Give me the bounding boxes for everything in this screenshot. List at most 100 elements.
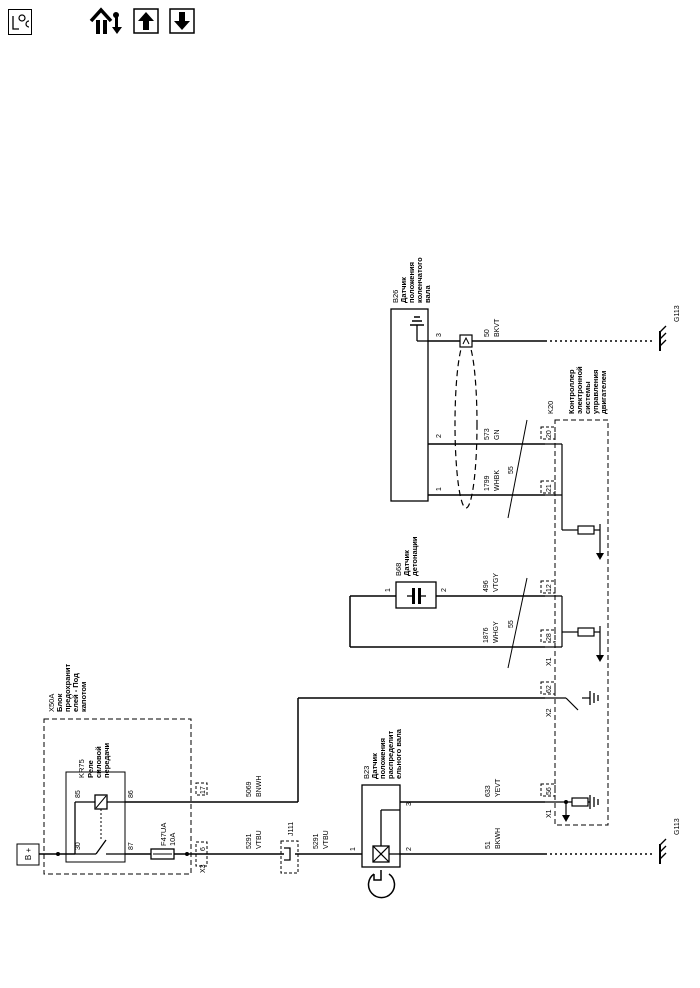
ecm-pin-20: 20: [546, 430, 553, 438]
ecm-conn-x2: X2: [546, 708, 553, 717]
crank-sensor-pin-3: 3: [436, 333, 443, 337]
relay-pin-87: 87: [128, 842, 135, 850]
relay-pin-30: 30: [75, 842, 82, 850]
wire-5291a-color: VTBU: [256, 830, 263, 849]
fuse-block-name-2: предохранит: [63, 663, 72, 712]
fuse-block-connector: X3: [200, 864, 207, 873]
wire-633: 633 YEVT: [400, 778, 545, 803]
wire-1799-circuit: 1799: [484, 475, 491, 491]
ecm-ref: K20: [546, 401, 555, 414]
ground-lower-label: G113: [674, 818, 681, 835]
wire-50-color: BKVT: [494, 318, 501, 337]
wire-51: 51 BKWH: [400, 828, 655, 855]
crank-sensor-pin-2: 2: [436, 434, 443, 438]
relay-pin-86: 86: [128, 790, 135, 798]
cam-sensor-b23: B23 Датчик положения распределит ельного…: [350, 728, 413, 899]
wire-496: 496 VTGY: [436, 573, 545, 597]
wire-5069-circuit: 5069: [246, 781, 253, 797]
ecm-name-4: управления: [591, 370, 600, 414]
crank-sensor-pin-1: 1: [436, 487, 443, 491]
relay-name-3: передачи: [102, 742, 111, 778]
wire-5069-color: BNWH: [256, 776, 263, 797]
wire-633-circuit: 633: [485, 785, 492, 797]
ecm-pin-62: 62: [546, 685, 553, 693]
ecm-pin-21: 21: [546, 484, 553, 492]
wire-5069: 5069 BNWH: [125, 697, 545, 803]
relay-name-1: Реле: [86, 760, 95, 778]
wire-633-color: YEVT: [495, 778, 502, 797]
wire-1876-color: WHGY: [493, 621, 500, 643]
toolbar: [0, 0, 700, 44]
ecm-conn-x1-upper: X1: [546, 657, 553, 666]
arrow-up-icon[interactable]: [133, 8, 159, 34]
ecm-name-1: Контроллер: [567, 369, 576, 414]
relay-ref: KR75: [77, 759, 86, 778]
cam-sensor-name-3: распределит: [386, 730, 395, 779]
location-icon[interactable]: [8, 9, 32, 35]
cam-sensor-name-4: ельного вала: [394, 728, 403, 779]
wire-50: 50 BKVT: [428, 318, 655, 342]
system-home-icon[interactable]: [88, 5, 126, 37]
ecm-k20: K20 Контроллер электронной системы управ…: [540, 366, 609, 826]
ecm-pin-12: 12: [546, 584, 553, 592]
fuse-ref: F47UA: [159, 823, 168, 846]
fuse-block-ref: X50A: [47, 694, 56, 712]
wire-1799-color: WHBK: [494, 470, 501, 491]
wire-573-color: GN: [494, 430, 501, 441]
knock-sensor-name-1: Датчик: [402, 550, 411, 576]
fuse-block-name-1: Блок: [55, 693, 64, 712]
wire-1799: 1799 WHBK 55: [428, 419, 545, 519]
arrow-down-icon[interactable]: [169, 8, 195, 34]
ground-g113-upper: G113: [659, 305, 681, 351]
cam-sensor-pin-3: 3: [406, 802, 413, 806]
relay-pin-85: 85: [75, 790, 82, 798]
relay-name-2: силовой: [94, 746, 103, 778]
crank-sensor-name-3: коленчатого: [415, 257, 424, 303]
cam-sensor-name-2: положения: [378, 738, 387, 779]
ecm-conn-x1-lower: X1: [546, 809, 553, 818]
cam-sensor-ref: B23: [362, 766, 371, 779]
fuse-block-name-4: капотом: [79, 681, 88, 712]
wire-5291a-circuit: 5291: [246, 833, 253, 849]
fuse-block-pin-6: 6: [200, 847, 207, 851]
wire-5291: 5291 VTBU 5291 VTBU: [198, 830, 362, 855]
fuse-block-pin-17: 17: [200, 786, 207, 794]
wire-496-circuit: 496: [483, 580, 490, 592]
battery-feed: B +: [16, 843, 75, 866]
ecm-name-3: системы: [583, 381, 592, 414]
cam-sensor-pin-2: 2: [406, 847, 413, 851]
knock-sensor-b68: B68 Датчик детонации 1 2: [385, 536, 448, 609]
splice-ref: J111: [288, 822, 295, 836]
knock-sensor-ref: B68: [394, 563, 403, 576]
fuse-block-x50a: X50A Блок предохранит елей - Под капотом…: [43, 663, 208, 875]
cam-sensor-name-1: Датчик: [370, 753, 379, 779]
battery-label: B +: [24, 848, 33, 861]
wire-5291b-circuit: 5291: [313, 833, 320, 849]
wire-573: 573 GN: [428, 428, 545, 445]
wire-1876: 1876 WHGY 55: [349, 577, 545, 669]
crank-sensor-name-2: положения: [407, 262, 416, 303]
knock-sensor-pin-2: 2: [441, 588, 448, 592]
wire-51-circuit: 51: [485, 841, 492, 849]
wire-50-circuit: 50: [484, 329, 491, 337]
crank-sensor-ref: B26: [391, 290, 400, 303]
splice-j111: J111: [280, 822, 299, 874]
wire-51-color: BKWH: [495, 828, 502, 849]
wire-1876-twist: 55: [508, 620, 515, 628]
crank-sensor-b26: B26 Датчик положения коленчатого вала 3 …: [390, 257, 443, 502]
wire-573-circuit: 573: [484, 428, 491, 440]
ecm-pin-56: 56: [546, 787, 553, 795]
ground-g113-lower: G113: [659, 818, 681, 864]
crank-sensor-name-1: Датчик: [399, 277, 408, 303]
wire-496-color: VTGY: [493, 573, 500, 592]
ecm-pin-28: 28: [546, 633, 553, 641]
fuse-rating: 10A: [168, 833, 177, 846]
shield: [454, 334, 478, 509]
ecm-name-5: двигателем: [599, 370, 608, 414]
wire-1799-twist: 55: [508, 466, 515, 474]
ground-upper-label: G113: [674, 305, 681, 322]
knock-sensor-pin-1: 1: [385, 588, 392, 592]
cam-sensor-pin-1: 1: [350, 847, 357, 851]
wire-5291b-color: VTBU: [323, 830, 330, 849]
